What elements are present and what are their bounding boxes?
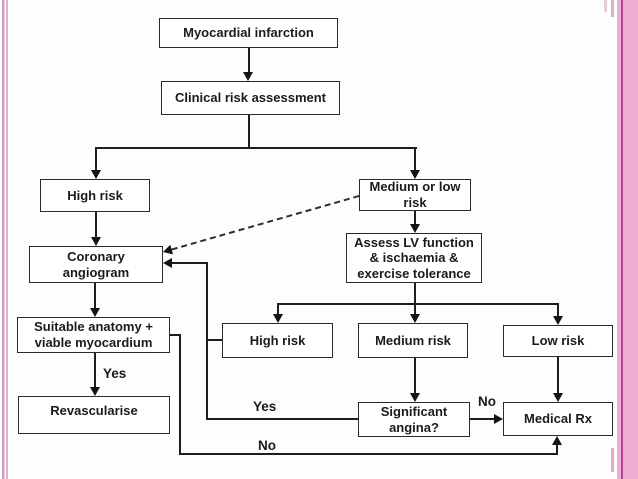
node-low-risk: Low risk [503,325,613,357]
arrowhead-right-icon [494,414,503,424]
arrowhead-down-icon [243,72,253,81]
connector-hr2-stub [206,339,222,341]
connector-mlr-to-assess [414,211,416,225]
connector-no-bottom [179,453,558,455]
right-bottom-tick [611,448,614,472]
connector-angiogram-to-anatomy [94,283,96,309]
connector-cra-down [248,115,250,149]
arrowhead-down-icon [410,224,420,233]
connector-anatomy-drop [179,334,181,455]
node-medical-rx: Medical Rx [503,402,613,436]
dashed-connector-mlr-to-angiogram [161,191,361,257]
left-border-stripe-1 [2,0,4,479]
connector-angina-yes [206,418,358,420]
connector-into-angiogram [171,262,208,264]
arrowhead-down-icon [410,314,420,323]
connector-mi-to-cra [248,48,250,73]
arrowhead-down-icon [90,308,100,317]
left-border-stripe-2 [6,0,8,479]
arrowhead-down-icon [410,393,420,402]
node-suitable-anatomy: Suitable anatomy + viable myocardium [17,317,170,353]
edge-label-yes-angina: Yes [253,399,277,414]
node-medium-risk: Medium risk [358,323,468,358]
right-top-tick-outer [604,0,607,12]
connector-to-medium-risk [414,303,416,315]
node-myocardial-infarction: Myocardial infarction [159,18,338,48]
arrowhead-down-icon [90,387,100,396]
node-clinical-risk-assessment: Clinical risk assessment [161,81,340,115]
connector-to-medium-low [414,147,416,171]
connector-up-to-medrx [556,441,558,454]
arrowhead-down-icon [273,314,283,323]
connector-anatomy-to-revasc [94,353,96,388]
left-border-stripe-1-halo [4,0,5,479]
node-revascularise: Revascularise [18,396,170,434]
edge-label-no-angina: No [478,394,496,409]
connector-to-high-risk-1 [95,147,97,171]
node-high-risk-2: High risk [222,323,333,358]
arrowhead-down-icon [553,393,563,402]
dashed-line [171,194,360,251]
connector-to-high-risk-2 [277,303,279,315]
connector-split-top [95,147,417,149]
edge-label-no-anatomy: No [258,438,276,453]
connector-to-low-risk [557,303,559,317]
arrowhead-down-icon [91,170,101,179]
node-medium-low-risk: Medium or low risk [359,179,471,211]
edge-label-yes-revascularise: Yes [103,366,127,381]
node-coronary-angiogram: Coronary angiogram [29,246,163,283]
arrowhead-left-icon [161,244,174,257]
connector-split-bottom [277,303,559,305]
connector-right-riser [206,262,208,420]
connector-assess-down [414,283,416,305]
connector-mr-to-angina [414,358,416,394]
arrowhead-left-icon [163,258,172,268]
arrowhead-up-icon [552,436,562,445]
arrowhead-down-icon [91,237,101,246]
node-significant-angina: Significant angina? [358,402,470,437]
arrowhead-down-icon [410,170,420,179]
arrowhead-down-icon [553,316,563,325]
right-top-tick-inner [611,0,614,17]
connector-lr-to-medrx [557,357,559,394]
node-assess-lv-function: Assess LV function & ischaemia & exercis… [346,233,482,283]
connector-hr1-to-angiogram [95,212,97,238]
connector-angina-no [470,418,495,420]
right-border-dark-line [621,0,623,479]
node-high-risk-1: High risk [40,179,150,212]
connector-anatomy-stub [170,334,181,336]
